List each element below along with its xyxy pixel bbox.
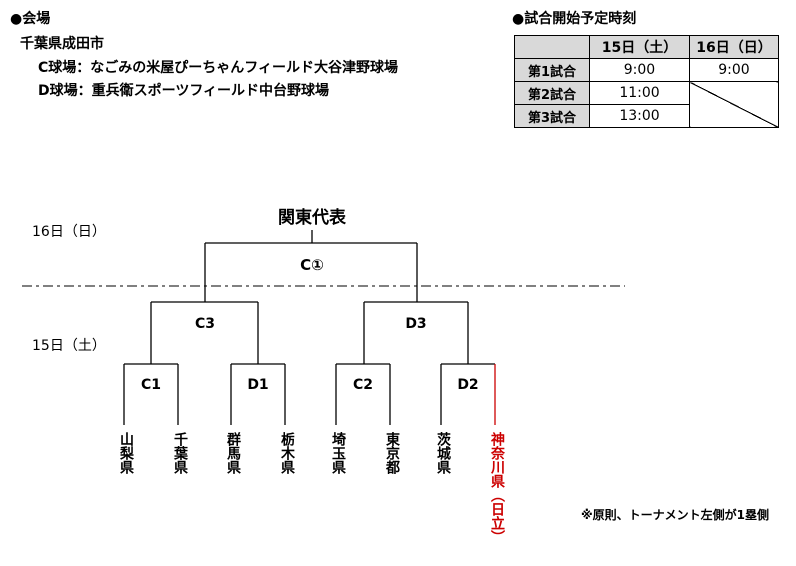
bracket-round1-label: D1 xyxy=(247,377,269,393)
schedule-row-label: 第1試合 xyxy=(514,58,590,82)
venue-field-c: C球場：なごみの米屋ぴーちゃんフィールド大谷津野球場 xyxy=(38,60,398,76)
schedule-time-day1: 11:00 xyxy=(589,81,690,105)
team-name: 東京都 xyxy=(384,432,400,474)
bracket-champion-label: 関東代表 xyxy=(278,208,346,228)
bracket-semi-label: C3 xyxy=(194,316,215,332)
bracket-final-label: C① xyxy=(300,256,324,274)
venue-city: 千葉県成田市 xyxy=(20,36,104,52)
schedule-empty-diagonal-cell xyxy=(689,81,779,128)
schedule-heading: ●試合開始予定時刻 xyxy=(512,11,637,27)
team-name: 埼玉県 xyxy=(330,432,346,474)
schedule-row: 第3試合 13:00 xyxy=(514,104,779,128)
bracket-day16-label: 16日（日） xyxy=(32,224,106,240)
bracket-round1-label: C1 xyxy=(140,377,161,393)
schedule-row-label: 第3試合 xyxy=(514,104,590,128)
team-name: 茨城県 xyxy=(435,432,451,474)
bracket-day15-label: 15日（土） xyxy=(32,338,106,354)
team-name-highlighted: 神奈川県（日立） xyxy=(489,432,505,544)
schedule-table: 15日（土） 16日（日） 第1試合 9:00 9:00 第2試合 11:00 … xyxy=(514,35,779,128)
team-name: 栃木県 xyxy=(279,432,295,474)
schedule-row: 第1試合 9:00 9:00 xyxy=(514,58,779,82)
schedule-corner-cell xyxy=(514,35,590,59)
bracket-round1-label: D2 xyxy=(457,377,479,393)
bracket-round1-label: C2 xyxy=(352,377,373,393)
team-name: 山梨県 xyxy=(118,432,134,474)
footnote: ※原則、トーナメント左側が1塁側 xyxy=(581,508,770,522)
venue-heading: ●会場 xyxy=(10,11,51,27)
schedule-time-day2: 9:00 xyxy=(689,58,779,82)
schedule-row: 第2試合 11:00 xyxy=(514,81,779,128)
team-name: 群馬県 xyxy=(225,432,241,474)
venue-field-d: D球場：重兵衛スポーツフィールド中台野球場 xyxy=(38,83,330,99)
schedule-time-day1: 13:00 xyxy=(589,104,690,128)
bracket-semi-label: D3 xyxy=(405,316,427,332)
team-name: 千葉県 xyxy=(172,432,188,474)
schedule-row-label: 第2試合 xyxy=(514,81,590,105)
schedule-col-day1: 15日（土） xyxy=(589,35,690,59)
